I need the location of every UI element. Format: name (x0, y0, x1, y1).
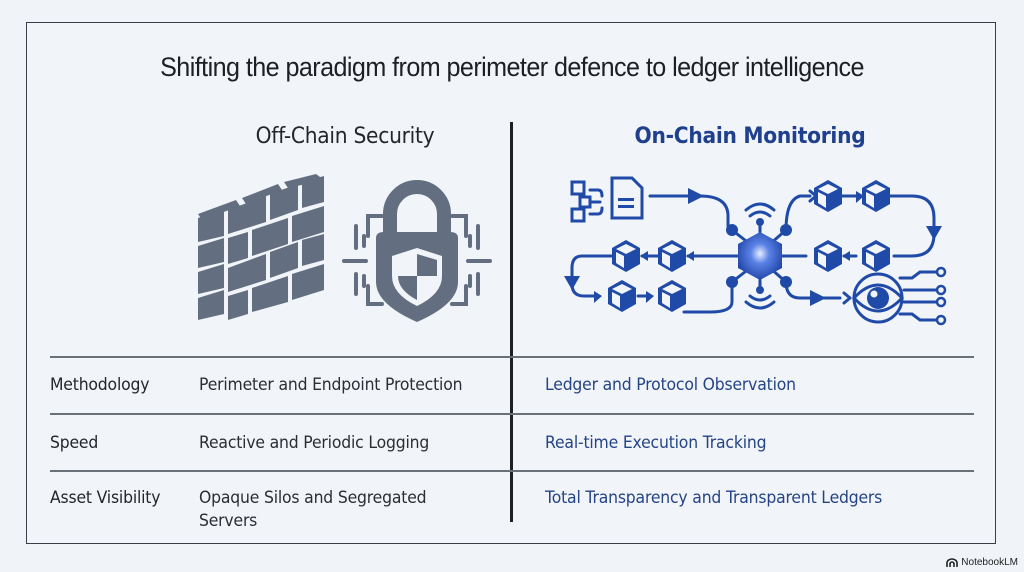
off-chain-asset-visibility: Opaque Silos and Segregated Servers (199, 488, 427, 531)
row-label-asset-visibility: Asset Visibility (50, 488, 161, 508)
brand-name: NotebookLM (961, 557, 1018, 568)
padlock-shield-icon (342, 180, 492, 322)
on-chain-heading: On-Chain Monitoring (634, 124, 866, 149)
row-label-methodology: Methodology (50, 375, 150, 395)
on-chain-speed: Real-time Execution Tracking (545, 433, 767, 453)
row-divider (50, 470, 974, 472)
row-divider (50, 413, 974, 415)
brick-wall-icon (198, 174, 324, 320)
page-title: Shifting the paradigm from perimeter def… (160, 52, 864, 82)
row-label-speed: Speed (50, 433, 99, 453)
column-divider (510, 122, 513, 522)
off-chain-methodology: Perimeter and Endpoint Protection (199, 375, 463, 395)
off-chain-heading: Off-Chain Security (255, 124, 435, 149)
off-chain-speed: Reactive and Periodic Logging (199, 433, 430, 453)
brand-watermark: NotebookLM (946, 557, 1018, 568)
notebooklm-logo-icon (946, 558, 959, 567)
on-chain-methodology: Ledger and Protocol Observation (545, 375, 796, 395)
row-divider (50, 356, 974, 358)
blockchain-flow-diagram (564, 176, 947, 326)
on-chain-asset-visibility: Total Transparency and Transparent Ledge… (545, 488, 883, 508)
